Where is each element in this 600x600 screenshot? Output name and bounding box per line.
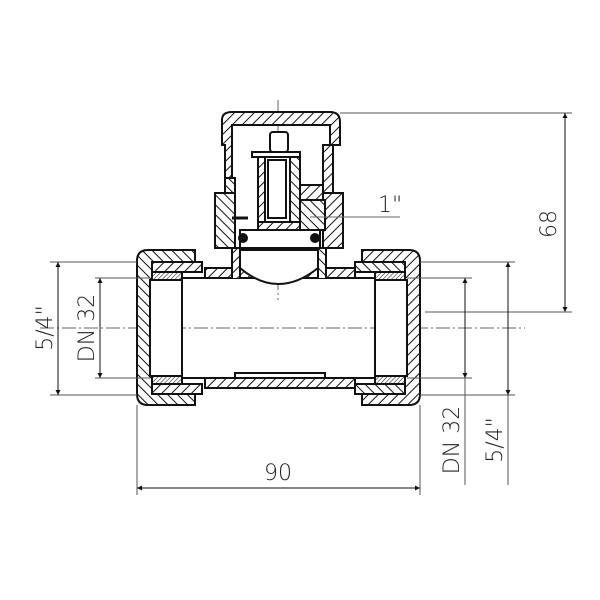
dimension-left bbox=[50, 261, 150, 396]
dimension-length bbox=[136, 405, 421, 495]
dimension-top-thread: 1" bbox=[310, 193, 402, 218]
height-label: 68 bbox=[537, 210, 562, 238]
left-nominal-label: DN 32 bbox=[75, 294, 100, 362]
valve-bonnet bbox=[214, 111, 344, 285]
left-union-nut bbox=[136, 249, 203, 406]
dimension-height bbox=[340, 112, 572, 313]
length-label: 90 bbox=[264, 461, 292, 486]
right-nominal-label: DN 32 bbox=[440, 406, 465, 474]
right-thread-label: 5/4" bbox=[483, 417, 508, 463]
right-union-nut bbox=[354, 249, 421, 406]
left-thread-label: 5/4" bbox=[33, 305, 58, 351]
top-thread-label: 1" bbox=[378, 193, 402, 218]
dimension-right bbox=[407, 261, 515, 485]
